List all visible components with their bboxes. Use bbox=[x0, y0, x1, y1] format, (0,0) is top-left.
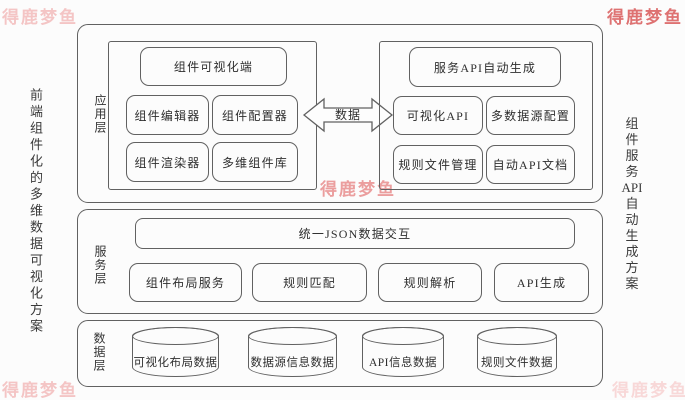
left-vertical-title: 前端组件化的多维数据可视化方案 bbox=[28, 88, 43, 336]
box-component-configurator: 组件配置器 bbox=[212, 95, 298, 135]
box-component-renderer: 组件渲染器 bbox=[126, 142, 209, 182]
watermark-bottom-right: 得鹿梦鱼 bbox=[612, 381, 685, 400]
vertical-title-char: 案 bbox=[625, 276, 639, 291]
box-rule-parsing: 规则解析 bbox=[378, 263, 482, 302]
box-multidim-component-library: 多维组件库 bbox=[212, 142, 298, 182]
vertical-title-char: 件 bbox=[625, 132, 639, 147]
vertical-title-char: 自 bbox=[625, 196, 639, 211]
cylinder-label: 规则文件数据 bbox=[481, 357, 553, 369]
vertical-title-char: 服 bbox=[625, 148, 639, 163]
box-rule-matching: 规则匹配 bbox=[252, 263, 367, 302]
database-cylinder-api-info-data: API信息数据 bbox=[362, 327, 444, 377]
box-component-editor: 组件编辑器 bbox=[126, 95, 209, 135]
database-cylinder-datasource-info-data: 数据源信息数据 bbox=[248, 327, 337, 377]
cylinder-label: 数据源信息数据 bbox=[250, 357, 335, 369]
database-cylinder-rule-file-data: 规则文件数据 bbox=[477, 327, 557, 377]
data-layer-box bbox=[77, 320, 603, 387]
vertical-title-char: 务 bbox=[625, 164, 639, 179]
service-api-group-box bbox=[379, 41, 593, 190]
application-layer-label: 应用层 bbox=[93, 94, 107, 135]
box-component-layout-service: 组件布局服务 bbox=[129, 263, 242, 302]
box-component-visualization-terminal: 组件可视化端 bbox=[140, 47, 287, 86]
watermark-top-right: 得鹿梦鱼 bbox=[607, 8, 683, 27]
box-unified-json-exchange: 统一JSON数据交互 bbox=[135, 218, 575, 249]
watermark-top-left: 得鹿梦鱼 bbox=[2, 8, 78, 27]
box-multi-datasource-config: 多数据源配置 bbox=[486, 96, 575, 135]
vertical-title-char: 方 bbox=[625, 260, 639, 275]
box-service-api-auto-generation: 服务API自动生成 bbox=[409, 47, 561, 87]
service-layer-label: 服务层 bbox=[93, 245, 107, 286]
vertical-title-char: 生 bbox=[625, 228, 639, 243]
vertical-title-char: 成 bbox=[625, 244, 639, 259]
box-auto-api-doc: 自动API文档 bbox=[486, 145, 575, 184]
data-flow-double-arrow-icon: 数据 bbox=[302, 97, 394, 133]
data-layer-label: 数据层 bbox=[92, 332, 106, 373]
box-api-generation: API生成 bbox=[494, 263, 589, 302]
service-layer-box bbox=[77, 209, 603, 314]
database-cylinder-visualization-layout-data: 可视化布局数据 bbox=[132, 327, 219, 377]
box-visualization-api: 可视化API bbox=[393, 96, 483, 135]
cylinder-label: API信息数据 bbox=[368, 357, 438, 369]
arrow-label: 数据 bbox=[335, 107, 361, 122]
watermark-bottom-left: 得鹿梦鱼 bbox=[2, 381, 78, 400]
vertical-title-char: 动 bbox=[625, 212, 639, 227]
application-layer-box bbox=[77, 24, 603, 203]
vertical-title-char: 组 bbox=[625, 116, 639, 131]
box-rule-file-management: 规则文件管理 bbox=[393, 145, 483, 184]
cylinder-label: 可视化布局数据 bbox=[133, 357, 218, 369]
vertical-title-char: API bbox=[621, 180, 643, 195]
